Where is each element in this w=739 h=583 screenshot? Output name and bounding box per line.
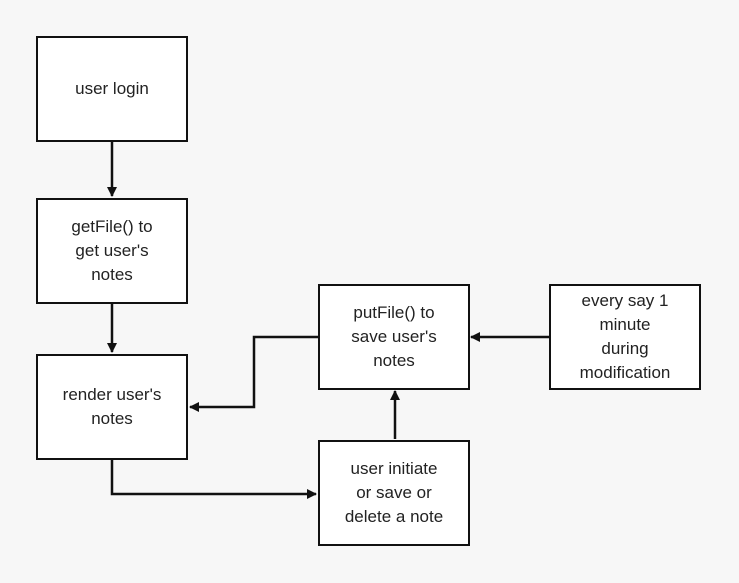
node-timer: every say 1 minute during modification: [549, 284, 701, 390]
edge-render-to-user-action: [110, 460, 317, 499]
edge-putfile-to-render: [189, 335, 320, 412]
node-put-file: putFile() to save user's notes: [318, 284, 470, 390]
node-render-notes: render user's notes: [36, 354, 188, 460]
node-user-action: user initiate or save or delete a note: [318, 440, 470, 546]
node-get-file: getFile() to get user's notes: [36, 198, 188, 304]
node-user-login: user login: [36, 36, 188, 142]
